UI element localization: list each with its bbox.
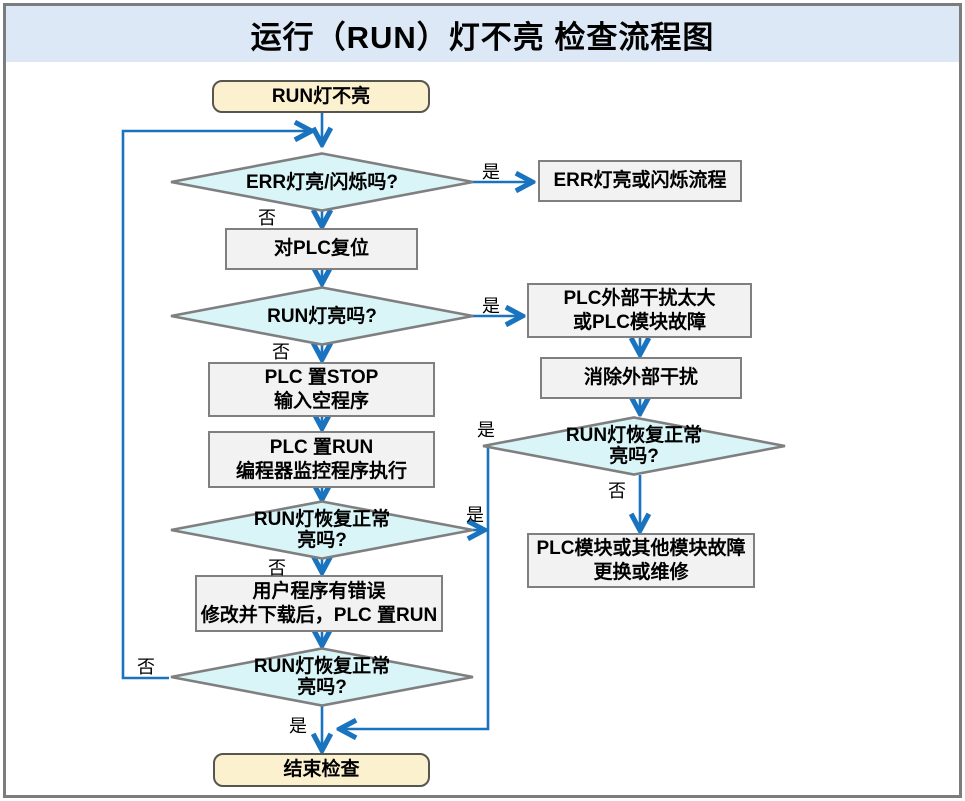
decision-recover-right: RUN灯恢复正常 亮吗? [481, 416, 787, 476]
process-remove-interference: 消除外部干扰 [540, 357, 742, 399]
edge-label-no-recover-1: 否 [268, 558, 286, 578]
edge-label-yes-recover-2: 是 [289, 716, 307, 736]
decision-recover-2: RUN灯恢复正常 亮吗? [169, 647, 475, 707]
diamond-shape [170, 500, 474, 560]
diamond-shape [170, 152, 474, 212]
diamond-shape [482, 416, 786, 476]
process-reset-plc: 对PLC复位 [225, 228, 418, 270]
end-node: 结束检查 [213, 753, 430, 787]
process-set-run: PLC 置RUN 编程器监控程序执行 [208, 431, 435, 488]
edge-label-no-run: 否 [272, 342, 290, 362]
decision-run-light: RUN灯亮吗? [169, 286, 475, 346]
process-user-program: 用户程序有错误 修改并下载后，PLC 置RUN [195, 575, 443, 632]
diamond-shape [170, 647, 474, 707]
edge-label-no-recover-right: 否 [608, 481, 626, 501]
edge-label-yes-run: 是 [482, 296, 500, 316]
decision-recover-1: RUN灯恢复正常 亮吗? [169, 500, 475, 560]
edge-label-no-err: 否 [258, 208, 276, 228]
process-set-stop: PLC 置STOP 输入空程序 [208, 362, 435, 417]
edge-label-yes-err: 是 [482, 162, 500, 182]
process-err-flow: ERR灯亮或闪烁流程 [538, 160, 742, 202]
process-interference: PLC外部干扰太大 或PLC模块故障 [527, 283, 752, 338]
decision-err-light: ERR灯亮/闪烁吗? [169, 152, 475, 212]
start-node: RUN灯不亮 [212, 80, 430, 113]
edge-label-yes-recover-1: 是 [466, 505, 484, 525]
page-title: 运行（RUN）灯不亮 检查流程图 [6, 6, 959, 62]
edge-label-yes-recover-right: 是 [477, 420, 495, 440]
edge-label-no-recover-2: 否 [137, 657, 155, 677]
process-module-fault: PLC模块或其他模块故障 更换或维修 [527, 533, 755, 588]
diamond-shape [170, 286, 474, 346]
